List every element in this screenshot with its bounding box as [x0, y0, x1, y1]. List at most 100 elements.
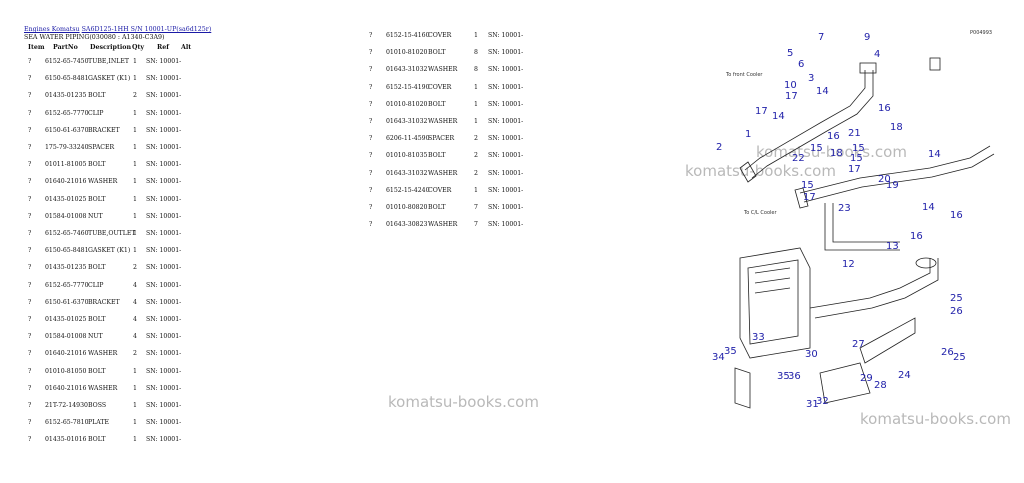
cell-ref: SN: 10001-: [146, 75, 182, 83]
cell-part: 01640-21016: [45, 178, 87, 186]
cell-item: ?: [369, 100, 373, 108]
cell-item: ?: [28, 126, 32, 134]
cell-item: ?: [369, 152, 373, 160]
callout-label: 18: [890, 122, 903, 133]
callout-label: 26: [950, 306, 963, 317]
cell-qty: 1: [133, 230, 137, 237]
cell-desc: WASHER: [428, 118, 458, 125]
cell-qty: 4: [133, 298, 137, 306]
cell-qty: 1: [133, 126, 137, 134]
cell-desc: WASHER: [428, 169, 458, 177]
cell-item: ?: [369, 221, 373, 229]
callout-label: 20: [878, 174, 891, 185]
cell-qty: 1: [474, 100, 478, 108]
cell-part: 01640-21016: [45, 350, 87, 358]
cell-part: 6152-65-7450: [45, 58, 89, 65]
cell-item: ?: [28, 264, 32, 272]
cell-ref: SN: 10001-: [488, 221, 524, 229]
cell-ref: SN: 10001-: [488, 83, 524, 91]
cell-qty: 1: [133, 436, 137, 444]
cell-item: ?: [28, 316, 32, 323]
breadcrumb-link-engines[interactable]: Engines Komatsu: [24, 26, 80, 33]
callout-label: 27: [852, 339, 865, 350]
cell-desc: WASHER: [88, 178, 118, 186]
cell-qty: 7: [474, 221, 478, 229]
note-cl-cooler: To C/L Cooler: [743, 210, 777, 216]
callout-label: 24: [898, 370, 911, 381]
callout-label: 13: [886, 241, 899, 252]
header-partno: PartNo: [53, 44, 78, 51]
callout-label: 33: [752, 332, 765, 343]
outlet-tube-edge: [803, 153, 995, 203]
cell-desc: BOLT: [88, 195, 106, 203]
cell-qty: 4: [133, 333, 137, 341]
cell-ref: SN: 10001-: [146, 298, 182, 306]
breadcrumb-link-model[interactable]: SA6D125-1HH S/N 10001-UP(sa6d125r): [81, 26, 212, 33]
cell-ref: SN: 10001-: [146, 230, 182, 237]
cell-ref: SN: 10001-: [146, 144, 182, 151]
cell-item: ?: [28, 178, 32, 186]
cell-item: ?: [28, 75, 32, 83]
cell-part: 01584-01008: [45, 212, 87, 220]
callout-label: 17: [785, 91, 798, 102]
cell-desc: CLIP: [88, 109, 104, 117]
header-description: Description: [90, 44, 132, 51]
callout-label: 17: [755, 106, 768, 117]
cell-ref: SN: 10001-: [146, 316, 182, 323]
cell-ref: SN: 10001-: [488, 135, 524, 143]
cell-ref: SN: 10001-: [146, 178, 182, 186]
callout-label: 25: [953, 352, 966, 363]
watermark: komatsu-books.com: [860, 410, 1011, 428]
callout-label: 30: [805, 349, 818, 360]
cell-qty: 1: [474, 83, 478, 91]
cell-desc: TUBE,OUTLET: [88, 230, 136, 237]
callout-label: 35: [724, 346, 737, 357]
callout-label: 2: [716, 142, 722, 153]
callout-label: 15: [852, 143, 865, 154]
callout-label: 1: [745, 129, 751, 140]
callout-label: 15: [810, 143, 823, 154]
cell-desc: GASKET (K1): [88, 247, 131, 255]
callout-label: 3: [808, 73, 814, 84]
cell-part: 01643-31032: [386, 66, 428, 74]
cell-desc: GASKET (K1): [88, 75, 131, 83]
cell-item: ?: [28, 419, 32, 427]
cell-ref: SN: 10001-: [146, 281, 182, 289]
cell-ref: SN: 10001-: [146, 384, 182, 392]
breadcrumb: Engines Komatsu SA6D125-1HH S/N 10001-UP…: [24, 26, 211, 33]
cell-desc: BOSS: [88, 402, 107, 409]
cell-ref: SN: 10001-: [146, 92, 182, 100]
cell-item: ?: [28, 402, 32, 409]
cell-item: ?: [28, 247, 32, 255]
cell-desc: CLIP: [88, 281, 104, 289]
note-front-cooler: To front Cooler: [725, 72, 763, 78]
cell-item: ?: [369, 66, 373, 74]
cell-part: 6152-15-4160: [386, 32, 430, 39]
cell-ref: SN: 10001-: [488, 118, 524, 125]
callout-label: 16: [950, 210, 963, 221]
cell-qty: 4: [133, 281, 137, 289]
cell-part: 6206-11-4590: [386, 135, 430, 143]
cell-desc: WASHER: [428, 66, 458, 74]
callout-label: 17: [848, 164, 861, 175]
cell-ref: SN: 10001-: [146, 126, 182, 134]
diagram-linework: [734, 57, 995, 409]
cell-qty: 1: [133, 212, 137, 220]
callout-label: 10: [784, 80, 797, 91]
cell-qty: 1: [133, 402, 137, 409]
cell-item: ?: [369, 49, 373, 57]
cell-qty: 1: [133, 161, 137, 169]
inlet-tube: [744, 70, 866, 171]
cell-item: ?: [28, 281, 32, 289]
cell-part: 01643-30823: [386, 221, 428, 229]
callout-label: 14: [816, 86, 829, 97]
cell-ref: SN: 10001-: [146, 264, 182, 272]
cell-ref: SN: 10001-: [488, 152, 524, 160]
cell-part: 6152-65-7810: [45, 419, 89, 427]
callout-label: 7: [818, 32, 824, 43]
cell-part: 6152-65-7460: [45, 230, 89, 237]
cell-desc: BRACKET: [88, 298, 120, 306]
callout-label: 18: [830, 148, 843, 159]
watermark: komatsu-books.com: [756, 143, 907, 161]
